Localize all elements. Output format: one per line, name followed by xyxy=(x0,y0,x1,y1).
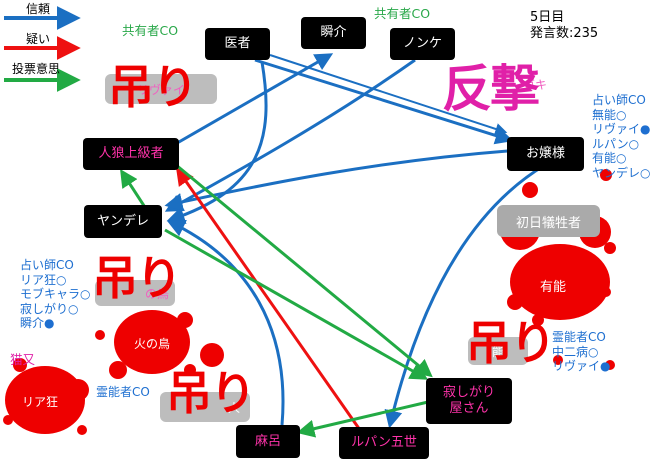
node-doctor[interactable]: 医者 xyxy=(205,28,270,60)
seer-right-row: 無能○ xyxy=(592,107,627,122)
node-hinotori[interactable]: 火の鳥 xyxy=(134,337,171,351)
sharer-co-right: 共有者CO xyxy=(374,6,431,21)
info-panel: 5日目 発言数:235 xyxy=(530,10,598,42)
hang-label-2: 吊り xyxy=(92,251,182,305)
gray-box-ogaki: ガキ xyxy=(522,77,547,92)
seer-right-row: 有能○ xyxy=(592,151,627,165)
node-sabishigari-line2: 屋さん xyxy=(449,401,489,416)
seer-left-title: 占い師CO xyxy=(20,258,74,272)
gray-box-hinotori: の鳥 xyxy=(95,280,175,306)
node-maro[interactable]: 麻呂 xyxy=(236,425,300,458)
node-lupin[interactable]: ルパン五世 xyxy=(339,427,429,459)
node-riakyo[interactable]: リア狂 xyxy=(22,395,59,409)
speech-count: 発言数:235 xyxy=(530,26,599,41)
gray-box-first-victim: 初日犠牲者 xyxy=(497,205,600,237)
seer-right-row: リヴァイ● xyxy=(592,122,651,136)
gray-box-jinro: 人 xyxy=(160,392,250,422)
node-nonke[interactable]: ノンケ xyxy=(390,28,455,60)
hang-label-4: 吊り xyxy=(166,366,256,420)
seer-left-row: 寂しがり○ xyxy=(20,301,79,316)
node-shunsuke[interactable]: 瞬介 xyxy=(301,17,366,49)
seer-right-title: 占い師CO xyxy=(592,93,646,107)
seer-left-row: リア狂○ xyxy=(20,272,67,287)
medium-right-row: リヴァイ● xyxy=(552,359,611,373)
seer-left-row: モブキャラ○ xyxy=(20,287,91,301)
sharer-co-left: 共有者CO xyxy=(122,23,179,38)
gray-box-rivai: リヴァイ xyxy=(105,74,217,104)
legend-trust-label: 信頼 xyxy=(26,2,51,16)
seer-co-left: 占い師CO リア狂○ モブキャラ○ 寂しがり○ 瞬介● xyxy=(20,258,90,331)
node-yandere[interactable]: ヤンデレ xyxy=(84,205,162,238)
seer-left-row: 瞬介● xyxy=(20,316,55,330)
legend-doubt-label: 疑い xyxy=(26,32,51,46)
medium-co-right: 霊能者CO 中二病○ リヴァイ● xyxy=(552,330,610,374)
node-werewolf-fan[interactable]: 人狼上級者 xyxy=(83,138,179,170)
counter-label: 反撃 xyxy=(442,60,540,118)
medium-right-row: 中二病○ xyxy=(552,344,599,359)
medium-co-left: 霊能者CO xyxy=(96,385,150,399)
hang-label-1: 吊り xyxy=(108,60,198,114)
seer-right-row: ヤンデレ○ xyxy=(592,165,651,180)
hang-label-3: 吊り xyxy=(466,316,556,370)
nekomata-label: 猫又 xyxy=(10,352,36,367)
day-label: 5日目 xyxy=(530,10,565,25)
node-sabishigari[interactable]: 寂しがり 屋さん xyxy=(426,378,512,424)
seer-right-row: ルパン○ xyxy=(592,136,640,151)
legend-vote-label: 投票意思 xyxy=(12,62,61,76)
node-lady[interactable]: お嬢様 xyxy=(507,137,584,171)
gray-box-noun: 能 xyxy=(468,337,528,365)
node-sabishigari-line1: 寂しがり xyxy=(442,385,495,401)
node-yuno[interactable]: 有能 xyxy=(540,280,567,295)
medium-right-title: 霊能者CO xyxy=(552,330,606,344)
seer-co-right: 占い師CO 無能○ リヴァイ● ルパン○ 有能○ ヤンデレ○ xyxy=(592,93,650,180)
